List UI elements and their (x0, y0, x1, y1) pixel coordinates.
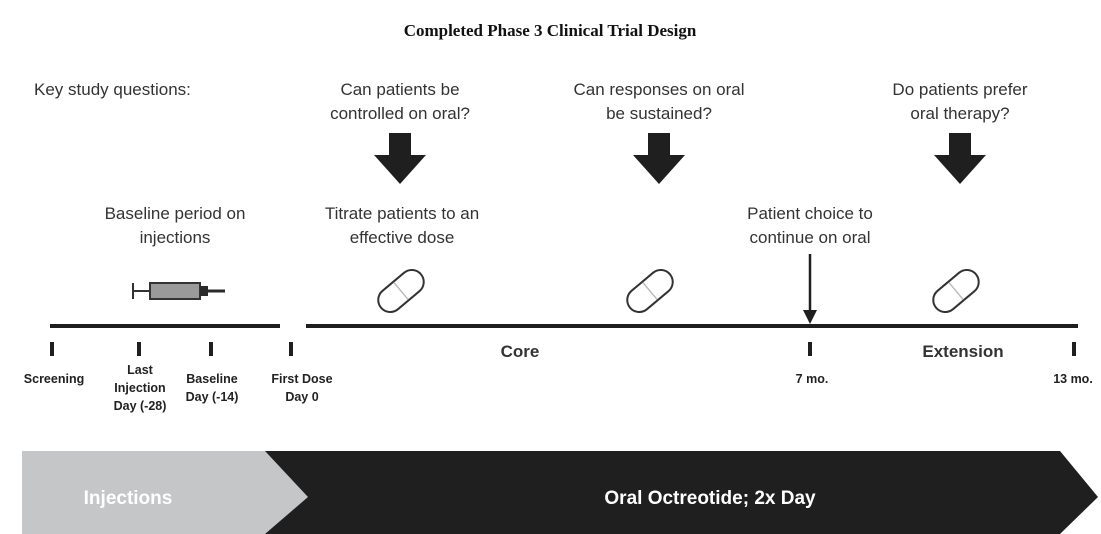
titrate-label: Titrate patients to an effective dose (325, 204, 479, 247)
question-2: Can responses on oral be sustained? (573, 80, 744, 123)
tick-mark-baseline (209, 342, 213, 356)
capsule-icon (377, 269, 425, 313)
tick-label-baseline-2: Day (-14) (186, 390, 239, 404)
tick-label-baseline-1: Baseline (186, 372, 237, 386)
titrate-label-line-1: Titrate patients to an (325, 204, 479, 223)
choice-label-line-2: continue on oral (750, 228, 871, 247)
tick-label-last-injection-3: Day (-28) (114, 399, 167, 413)
segment-core-label: Core (501, 342, 540, 361)
tick-mark-first-dose (289, 342, 293, 356)
capsule-icon (932, 269, 980, 313)
capsule-icon (626, 269, 674, 313)
baseline-label-line-1: Baseline period on (105, 204, 246, 223)
tick-mark-last-injection (137, 342, 141, 356)
oral-bar-label: Oral Octreotide; 2x Day (604, 488, 816, 509)
oral-treatment-bar (265, 451, 1098, 534)
key-questions-label: Key study questions: (34, 80, 191, 99)
syringe-icon (132, 282, 225, 300)
question-2-line-2: be sustained? (606, 104, 712, 123)
titrate-label-line-2: effective dose (350, 228, 455, 247)
patient-choice-arrow (803, 254, 817, 324)
tick-mark-screening (50, 342, 54, 356)
patient-choice-label: Patient choice to continue on oral (747, 204, 873, 247)
segment-extension-label: Extension (922, 342, 1003, 361)
tick-label-first-dose-2: Day 0 (285, 390, 318, 404)
question-3: Do patients prefer oral therapy? (892, 80, 1027, 123)
question-1-line-1: Can patients be (340, 80, 459, 99)
tick-label-7mo: 7 mo. (796, 372, 829, 386)
question-1-line-2: controlled on oral? (330, 104, 470, 123)
tick-mark-13mo (1072, 342, 1076, 356)
diagram-title: Completed Phase 3 Clinical Trial Design (404, 21, 697, 40)
question-1: Can patients be controlled on oral? (330, 80, 470, 123)
tick-label-last-injection-1: Last (127, 363, 154, 377)
choice-label-line-1: Patient choice to (747, 204, 873, 223)
tick-mark-7mo (808, 342, 812, 356)
question-3-line-2: oral therapy? (910, 104, 1009, 123)
down-arrow-icon (633, 133, 685, 184)
tick-label-first-dose-1: First Dose (271, 372, 332, 386)
question-2-line-1: Can responses on oral (573, 80, 744, 99)
injections-bar (22, 451, 308, 534)
tick-label-screening: Screening (24, 372, 84, 386)
question-3-line-1: Do patients prefer (892, 80, 1027, 99)
tick-label-last-injection-2: Injection (114, 381, 165, 395)
down-arrow-icon (374, 133, 426, 184)
baseline-period-label: Baseline period on injections (105, 204, 246, 247)
tick-label-13mo: 13 mo. (1053, 372, 1093, 386)
down-arrow-icon (934, 133, 986, 184)
baseline-label-line-2: injections (140, 228, 211, 247)
injections-bar-label: Injections (84, 488, 173, 509)
